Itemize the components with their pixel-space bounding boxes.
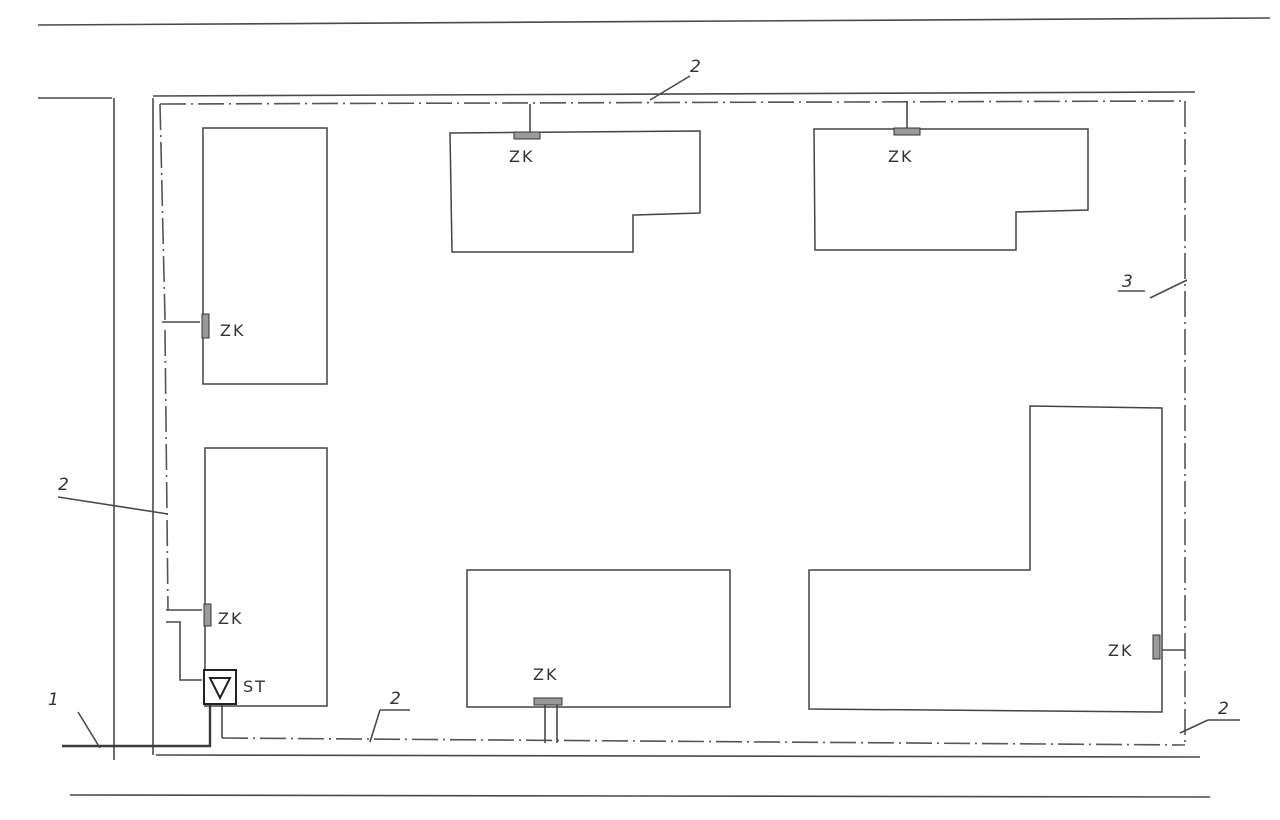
- building-left-lower: [204, 447, 328, 707]
- valve-triangle-icon: [208, 677, 232, 701]
- plot-bottom-line: [155, 754, 1201, 758]
- building-bottom-middle: [466, 569, 731, 708]
- building-left-upper: [202, 127, 328, 385]
- zk-mark-bottom-middle: [533, 697, 563, 706]
- plot-top-line: [152, 91, 1196, 97]
- leader-pipe-top: [649, 75, 691, 101]
- building-bottom-right: [808, 405, 1163, 713]
- leader-fence: [1149, 279, 1188, 299]
- leader-pipe-left: [57, 496, 169, 515]
- zk-mark-top-middle: [513, 131, 541, 140]
- zk-label-left-upper: ZK: [220, 321, 245, 340]
- label-pipe-bottom: 2: [390, 689, 401, 709]
- zk-mark-left-lower: [203, 603, 212, 627]
- zk-mark-top-right: [893, 127, 921, 136]
- zk-label-top-middle: ZK: [509, 147, 534, 166]
- connector-to-st: [166, 621, 202, 681]
- pipe-left: [164, 329, 169, 611]
- zk-label-left-lower: ZK: [218, 609, 243, 628]
- leader-road: [77, 711, 101, 749]
- label-pipe-top: 2: [690, 57, 701, 77]
- building-top-right: [813, 128, 1089, 251]
- leader-pipe-right: [1179, 719, 1209, 734]
- fence-left-upper: [159, 103, 166, 321]
- label-pipe-right: 2: [1218, 699, 1229, 719]
- bottom-boundary-line: [69, 794, 1211, 798]
- building-top-middle: [449, 130, 701, 253]
- label-pipe-left: 2: [58, 475, 69, 495]
- fence-top: [159, 100, 1186, 105]
- leader-pipe-bottom: [369, 709, 381, 743]
- zk-mark-left-upper: [201, 313, 210, 339]
- st-label: ST: [243, 677, 267, 696]
- zk-label-right: ZK: [1108, 641, 1133, 660]
- top-boundary-line: [37, 17, 1271, 26]
- label-road: 1: [48, 690, 59, 710]
- zk-label-bottom-middle: ZK: [533, 665, 558, 684]
- zk-label-top-right: ZK: [888, 147, 913, 166]
- label-fence: 3: [1122, 272, 1133, 292]
- main-supply-line: [62, 705, 212, 748]
- zk-mark-right: [1152, 634, 1161, 660]
- pipe-bottom: [221, 737, 1186, 746]
